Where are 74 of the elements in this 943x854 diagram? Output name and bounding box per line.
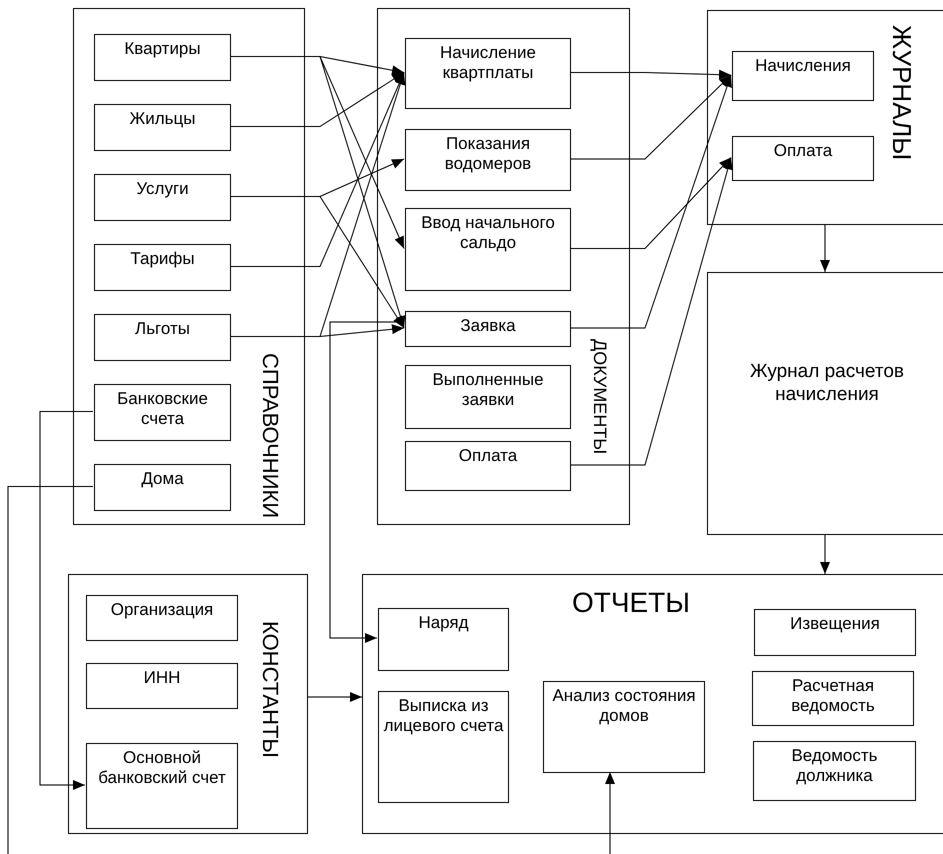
arrow (230, 72, 404, 127)
item-box (86, 595, 238, 641)
arrow (820, 534, 830, 574)
item-box (405, 208, 571, 291)
group-heading: ОТЧЕТЫ (570, 589, 692, 617)
item-label: Квартиры (124, 39, 201, 60)
group-panel (377, 8, 630, 525)
arrow (308, 692, 362, 702)
item-box (405, 311, 571, 347)
arrow (570, 157, 733, 466)
item-label: Начисления (755, 56, 851, 76)
group-panel (707, 10, 943, 225)
item-label: Ввод начального сальдо (420, 213, 556, 254)
arrow (230, 72, 404, 267)
item-label: Услуги (136, 179, 189, 200)
item-label: Основной банковский счет (97, 748, 227, 789)
item-box (754, 609, 916, 656)
arrow (230, 196, 404, 328)
item-box (753, 741, 916, 801)
item-label: Выписка из лицевого счета (383, 696, 504, 737)
item-label: Дома (141, 469, 184, 490)
item-box (752, 671, 914, 726)
item-label: Оплата (458, 446, 518, 466)
item-box (405, 365, 571, 429)
item-box (86, 743, 238, 829)
item-box (378, 691, 509, 803)
item-box (732, 51, 874, 101)
item-label: Банковские счета (116, 389, 209, 430)
connector-line (8, 486, 94, 854)
item-label: Расчетная ведомость (790, 676, 876, 717)
item-box (732, 136, 874, 181)
group-heading: ЖУРНАЛЫ (889, 25, 915, 160)
item-box (94, 244, 231, 291)
group-heading: СПРАВОЧНИКИ (259, 353, 281, 518)
item-box (405, 38, 571, 109)
item-label: Организация (110, 600, 214, 620)
item-box (378, 608, 509, 671)
item-box (94, 34, 231, 81)
arrow (570, 157, 732, 249)
item-label: Начисление квартплаты (439, 43, 537, 84)
item-label: Жильцы (130, 109, 196, 130)
item-label: Журнал расчетов начисления (748, 360, 905, 406)
group-panel (73, 8, 305, 525)
item-label: Извещения (790, 614, 880, 634)
item-box (94, 174, 231, 221)
arrow (570, 70, 732, 80)
arrow (570, 74, 732, 328)
group-panel (68, 574, 308, 834)
item-box (707, 272, 943, 535)
item-label: Тарифы (130, 249, 195, 270)
arrow (605, 772, 615, 854)
item-label: Показания водомеров (444, 134, 532, 175)
item-box (405, 129, 571, 191)
arrow (40, 411, 94, 790)
item-label: ИНН (144, 668, 180, 688)
item-box (543, 681, 705, 773)
item-label: Ведомость должника (790, 746, 879, 787)
item-box (94, 314, 231, 361)
item-box (94, 384, 231, 441)
group-heading: ДОКУМЕНТЫ (591, 339, 609, 454)
group-panel (362, 574, 943, 834)
item-label: Оплата (774, 141, 832, 162)
group-heading: КОНСТАНТЫ (259, 621, 281, 758)
item-box (94, 464, 231, 511)
arrow (820, 224, 830, 272)
item-label: Заявка (460, 316, 516, 336)
item-label: Наряд (418, 613, 469, 634)
item-label: Анализ состояния домов (551, 686, 697, 727)
item-box (86, 663, 238, 709)
arrow (570, 74, 732, 160)
item-label: Льготы (135, 319, 190, 340)
item-box (405, 441, 571, 491)
item-box (94, 104, 231, 151)
item-label: Выполненные заявки (431, 370, 545, 411)
